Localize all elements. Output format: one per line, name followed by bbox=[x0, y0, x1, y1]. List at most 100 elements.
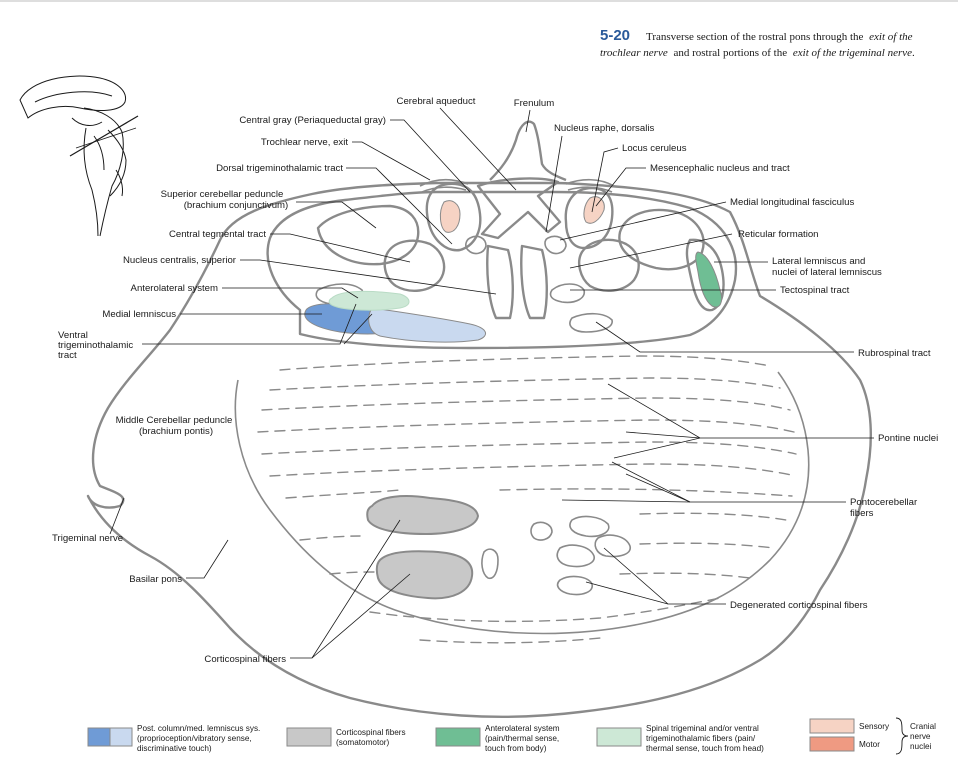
label-mlf: Medial longitudinal fasciculus bbox=[730, 197, 854, 208]
leader-pontocerebellar bbox=[611, 461, 846, 503]
legend-item-medial-lemniscus: Post. column/med. lemniscus sys. (propri… bbox=[87, 724, 260, 753]
leader-mesencephalic bbox=[595, 167, 646, 207]
legend-text-4b: trigeminothalamic fibers (pain/ bbox=[646, 734, 756, 743]
leader-degenerated bbox=[603, 547, 726, 605]
label-cerebral-aqueduct: Cerebral aqueduct bbox=[397, 96, 476, 107]
basilar-inner-boundary bbox=[234, 371, 810, 635]
label-mcp-1: Middle Cerebellar peduncle bbox=[116, 415, 233, 426]
pontine-fiber bbox=[619, 572, 751, 579]
label-locus-ceruleus: Locus ceruleus bbox=[622, 143, 687, 154]
caption-line-1: Transverse section of the rostral pons t… bbox=[646, 31, 913, 43]
leader-pontocerebellar-2 bbox=[625, 473, 691, 503]
caption-number: 5-20 bbox=[600, 27, 630, 44]
corticospinal-bundle-upper bbox=[366, 495, 480, 536]
figure-caption: 5-20 Transverse section of the rostral p… bbox=[600, 27, 915, 59]
section-outer-boundary bbox=[86, 181, 872, 719]
tegmentum-boundary bbox=[266, 190, 738, 350]
leader-rubrospinal bbox=[595, 321, 854, 353]
label-rubrospinal: Rubrospinal tract bbox=[858, 348, 931, 359]
pontine-fibers bbox=[257, 355, 797, 644]
legend-swatch-corticospinal bbox=[286, 727, 332, 747]
label-nucleus-centralis: Nucleus centralis, superior bbox=[123, 255, 237, 266]
legend-text-1c: discriminative touch) bbox=[137, 744, 212, 753]
corticospinal-bundle-lower bbox=[375, 550, 474, 600]
mlf-right bbox=[544, 235, 567, 255]
leader-frenulum bbox=[525, 109, 531, 133]
tegmental-blob-left bbox=[383, 239, 446, 292]
cerebral-aqueduct-shape bbox=[476, 177, 562, 240]
pontine-fiber bbox=[285, 489, 401, 499]
rubrospinal-oval bbox=[569, 312, 613, 333]
leader-ventral-trig-2 bbox=[343, 313, 373, 345]
label-scp-line2: (brachium conjunctivum) bbox=[184, 200, 289, 211]
label-trochlear: Trochlear nerve, exit bbox=[261, 137, 348, 148]
leader-pontocerebellar-3 bbox=[561, 499, 691, 503]
label-degenerated: Degenerated corticospinal fibers bbox=[730, 600, 868, 611]
pons-outline bbox=[86, 120, 872, 719]
leader-corticospinal bbox=[290, 519, 401, 659]
legend-text-1a: Post. column/med. lemniscus sys. bbox=[137, 724, 260, 733]
legend-swatch-light bbox=[109, 727, 133, 747]
label-mcp-2: (brachium pontis) bbox=[139, 426, 213, 437]
degenerated-bundle-3 bbox=[556, 544, 595, 568]
ventral-trigeminothalamic-tract bbox=[328, 290, 410, 311]
pontine-fiber bbox=[369, 597, 721, 623]
label-corticospinal: Corticospinal fibers bbox=[204, 654, 286, 665]
legend-text-3c: touch from body) bbox=[485, 744, 547, 753]
label-scp-line1: Superior cerebellar peduncle bbox=[161, 189, 284, 200]
label-anterolateral: Anterolateral system bbox=[131, 283, 218, 294]
leader-central-gray bbox=[390, 119, 471, 193]
anterolateral-system-tract bbox=[695, 251, 723, 308]
raphe-left-column bbox=[486, 244, 514, 320]
mlf-left bbox=[465, 235, 487, 255]
pontine-fiber bbox=[639, 542, 775, 549]
label-ventral-trig-2: trigeminothalamic bbox=[58, 340, 133, 351]
leader-locus-ceruleus bbox=[591, 147, 619, 213]
legend-group-2: nerve bbox=[910, 732, 931, 741]
pontine-fiber bbox=[329, 571, 375, 575]
lateral-lemniscus-outline bbox=[685, 238, 725, 312]
leader-anterolateral bbox=[222, 287, 359, 299]
label-central-tegmental: Central tegmental tract bbox=[169, 229, 266, 240]
leader-central-tegmental bbox=[270, 233, 411, 263]
leader-trigeminal-nerve bbox=[109, 497, 125, 535]
legend-group-1: Cranial bbox=[910, 722, 936, 731]
degenerated-bundle-5 bbox=[481, 548, 499, 580]
pontine-fiber bbox=[299, 535, 361, 541]
legend-text-2b: (somatomotor) bbox=[336, 738, 390, 747]
legend-brace bbox=[895, 717, 909, 755]
raphe-right-column bbox=[520, 244, 548, 320]
label-mesencephalic: Mesencephalic nucleus and tract bbox=[650, 163, 790, 174]
frenulum-shape bbox=[489, 120, 567, 182]
mesencephalic-nucleus-right bbox=[583, 196, 605, 224]
pontine-fiber bbox=[269, 463, 797, 477]
brain-orientation-inset bbox=[19, 75, 139, 237]
label-frenulum: Frenulum bbox=[514, 98, 555, 109]
caption-line-2: trochlear nerve and rostral portions of … bbox=[600, 47, 915, 59]
scp-left-outline bbox=[316, 204, 420, 266]
medial-lemniscus-light bbox=[368, 307, 486, 343]
label-basilar-pons: Basilar pons bbox=[129, 574, 182, 585]
colored-tracts bbox=[304, 196, 723, 600]
legend-item-anterolateral: Anterolateral system (pain/thermal sense… bbox=[435, 724, 560, 753]
leader-nucleus-raphe bbox=[545, 135, 563, 233]
leader-ventral-trig bbox=[142, 303, 357, 345]
legend-group-3: nuclei bbox=[910, 742, 932, 751]
leader-trochlear bbox=[352, 141, 431, 181]
degenerated-bundle-6 bbox=[530, 521, 553, 541]
label-nucleus-raphe: Nucleus raphe, dorsalis bbox=[554, 123, 654, 134]
legend-text-4a: Spinal trigeminal and/or ventral bbox=[646, 724, 759, 733]
mesencephalic-nucleus-left bbox=[439, 200, 461, 233]
label-reticular: Reticular formation bbox=[738, 229, 819, 240]
pontine-fiber bbox=[261, 397, 791, 411]
degenerated-bundle-2 bbox=[594, 534, 631, 558]
pontine-fiber bbox=[269, 377, 781, 391]
legend-item-corticospinal: Corticospinal fibers (somatomotor) bbox=[286, 727, 406, 747]
pontine-fiber bbox=[419, 637, 601, 644]
degenerated-bundle-1 bbox=[569, 515, 610, 538]
legend-swatch-motor bbox=[809, 736, 855, 752]
leader-nucleus-centralis bbox=[240, 259, 497, 295]
label-ventral-trig-1: Ventral bbox=[58, 330, 88, 341]
tectospinal-oval bbox=[549, 283, 586, 304]
